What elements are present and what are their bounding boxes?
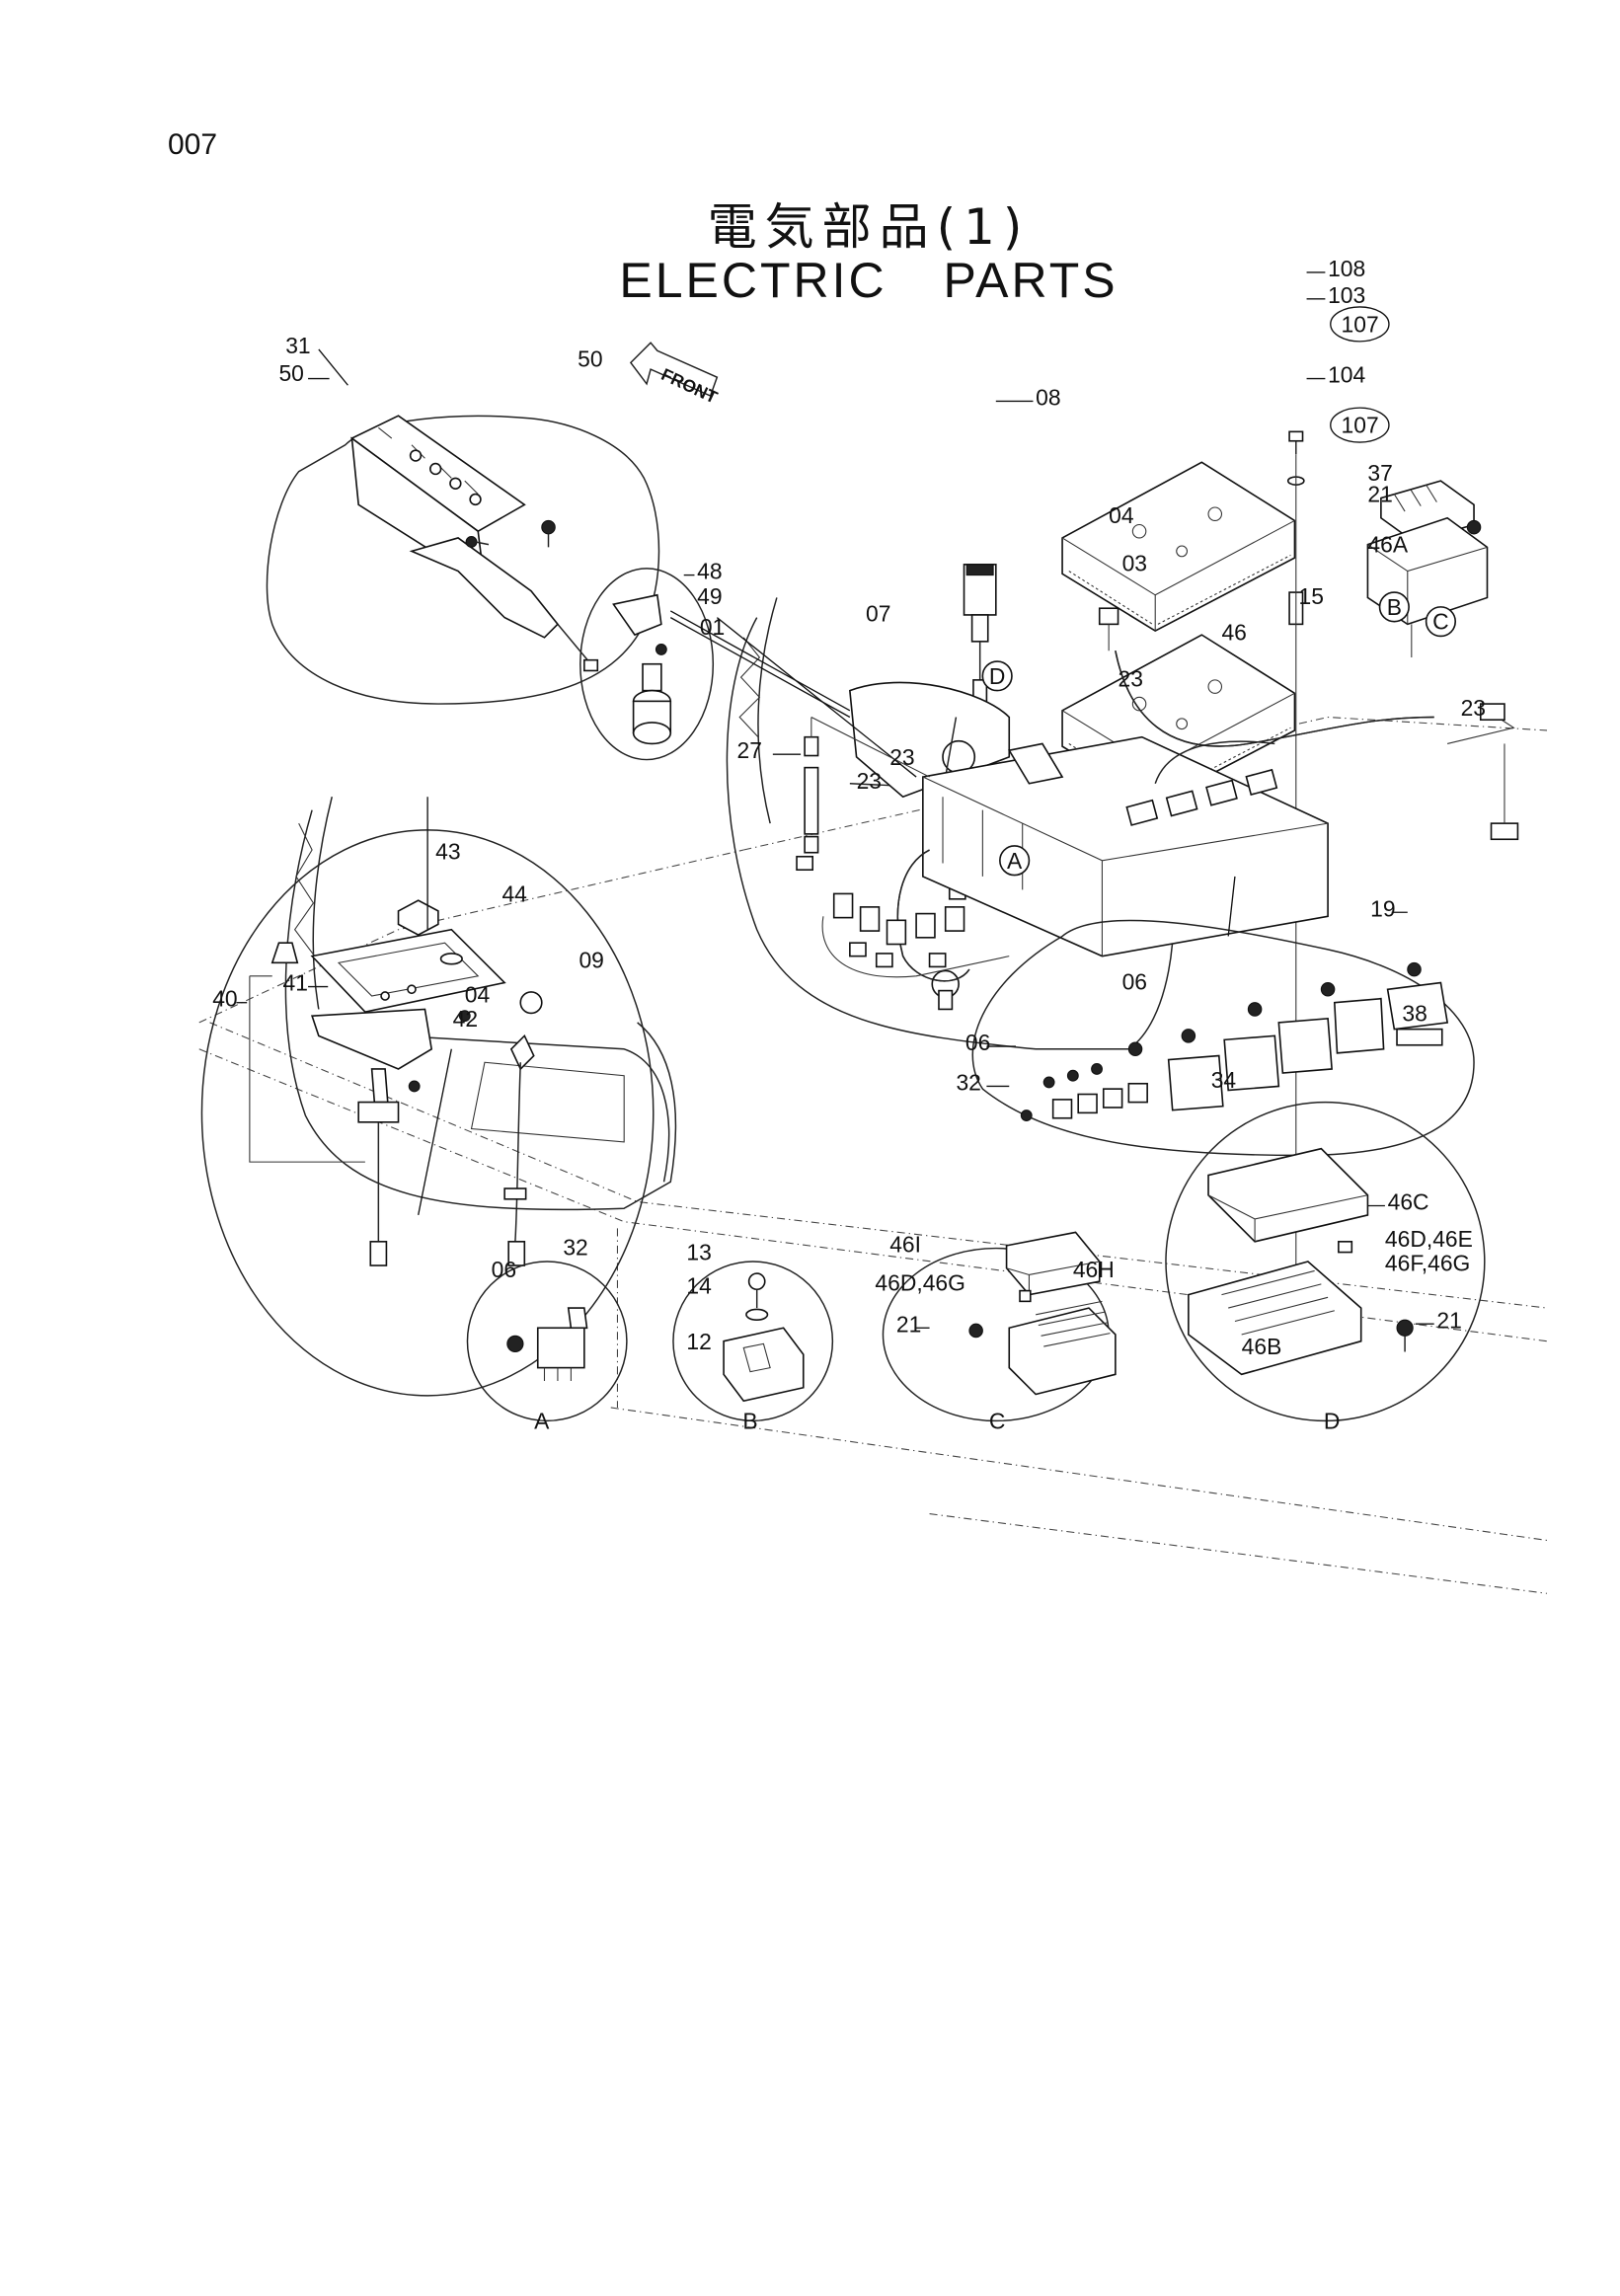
part-label: 04	[465, 982, 491, 1008]
part-label: 06	[492, 1257, 516, 1282]
part-label: 104	[1328, 362, 1365, 388]
relay-box-46a	[1366, 480, 1489, 657]
part-label: 42	[453, 1006, 478, 1032]
page-number: 007	[168, 128, 218, 161]
inset-a	[466, 1261, 628, 1422]
callout-circles: A B C D	[981, 591, 1457, 877]
part-label: 37	[1367, 460, 1392, 486]
part-label: 46I	[889, 1232, 921, 1258]
svg-text:B: B	[1387, 594, 1402, 620]
part-label: 46D,46G	[875, 1270, 965, 1296]
part-label: 04	[1109, 502, 1134, 528]
callout-b: B	[1378, 591, 1410, 623]
part-label: 50	[278, 360, 303, 386]
inset-b	[672, 1261, 834, 1422]
part-labels: 108103107104107372146A080403073150504849…	[212, 256, 1486, 1359]
part-label: 46B	[1242, 1334, 1282, 1359]
inset-label-d: D	[1324, 1408, 1341, 1433]
callout-d: D	[981, 660, 1013, 692]
label-circle	[1330, 306, 1390, 343]
inset-label-b: B	[742, 1408, 757, 1433]
inset-label-a: A	[534, 1408, 550, 1433]
part-label: 09	[579, 948, 603, 973]
bolt-50-b	[465, 536, 490, 548]
part-label: 50	[578, 345, 602, 371]
part-label: 12	[686, 1329, 711, 1354]
part-label: 19	[1370, 895, 1395, 921]
fuse-27	[796, 717, 930, 872]
part-label: 21	[1436, 1307, 1461, 1333]
svg-text:A: A	[1007, 848, 1023, 874]
part-label: 31	[285, 333, 310, 358]
part-label: 103	[1328, 282, 1365, 308]
inset-relays	[971, 919, 1475, 1157]
part-label: 34	[1211, 1067, 1237, 1093]
inset-labels: A B C D	[534, 1408, 1340, 1433]
part-label: 46D,46E	[1385, 1226, 1473, 1252]
front-arrow: FRONT	[629, 342, 721, 408]
part-label: 06	[965, 1030, 990, 1055]
part-label: 07	[866, 601, 890, 627]
switch-08	[963, 564, 997, 705]
inset-key-switch	[579, 568, 715, 761]
part-label: 46F,46G	[1385, 1250, 1470, 1275]
inset-switch-panel	[266, 415, 660, 705]
leader-lines	[236, 271, 1434, 1329]
part-label: 08	[1036, 384, 1060, 410]
part-label: 32	[956, 1069, 980, 1095]
label-circle	[1330, 407, 1390, 443]
title-english: ELECTRIC PARTS	[619, 253, 1119, 308]
part-label: 107	[1342, 311, 1379, 337]
callout-c: C	[1425, 606, 1457, 638]
part-label: 15	[1298, 583, 1323, 609]
part-label: 46A	[1367, 532, 1408, 558]
part-label: 23	[1119, 666, 1143, 692]
part-label: 14	[686, 1272, 712, 1298]
part-label: 21	[1367, 482, 1392, 507]
part-label: 44	[501, 880, 527, 906]
part-label: 21	[896, 1311, 921, 1337]
part-label: 03	[1122, 551, 1147, 576]
part-label: 49	[697, 583, 722, 609]
part-label: 23	[889, 744, 914, 770]
callout-a: A	[999, 845, 1031, 877]
part-label: 43	[435, 838, 460, 864]
svg-text:D: D	[989, 663, 1006, 689]
front-label: FRONT	[658, 364, 721, 408]
svg-text:C: C	[1432, 609, 1449, 635]
part-label: 48	[697, 559, 722, 584]
controller-107-upper	[1061, 461, 1296, 633]
inset-sender-unit	[200, 829, 655, 1397]
part-label: 01	[700, 614, 725, 640]
part-label: 41	[283, 970, 308, 996]
part-label: 46C	[1388, 1189, 1429, 1215]
part-label: 13	[686, 1240, 711, 1265]
inset-d	[1165, 1101, 1486, 1422]
part-label: 38	[1402, 1001, 1427, 1027]
bolt-50-a	[541, 519, 556, 548]
part-label: 32	[563, 1234, 587, 1260]
title-japanese: 電気部品(1)	[707, 198, 1031, 256]
part-label: 06	[1122, 968, 1147, 994]
inset-label-c: C	[989, 1408, 1006, 1433]
switch-07	[931, 884, 966, 1011]
part-label: 40	[212, 986, 237, 1012]
part-label: 46	[1221, 620, 1246, 646]
part-label: 46H	[1073, 1257, 1115, 1282]
inset-c	[882, 1231, 1117, 1422]
part-label: 27	[737, 737, 762, 763]
part-label: 23	[857, 768, 882, 794]
part-label: 23	[1461, 695, 1486, 721]
relay-group-a	[821, 892, 1010, 978]
part-label: 107	[1342, 413, 1379, 438]
wire-harness	[896, 607, 1519, 982]
part-label: 108	[1328, 256, 1365, 281]
junction-box	[922, 735, 1329, 957]
